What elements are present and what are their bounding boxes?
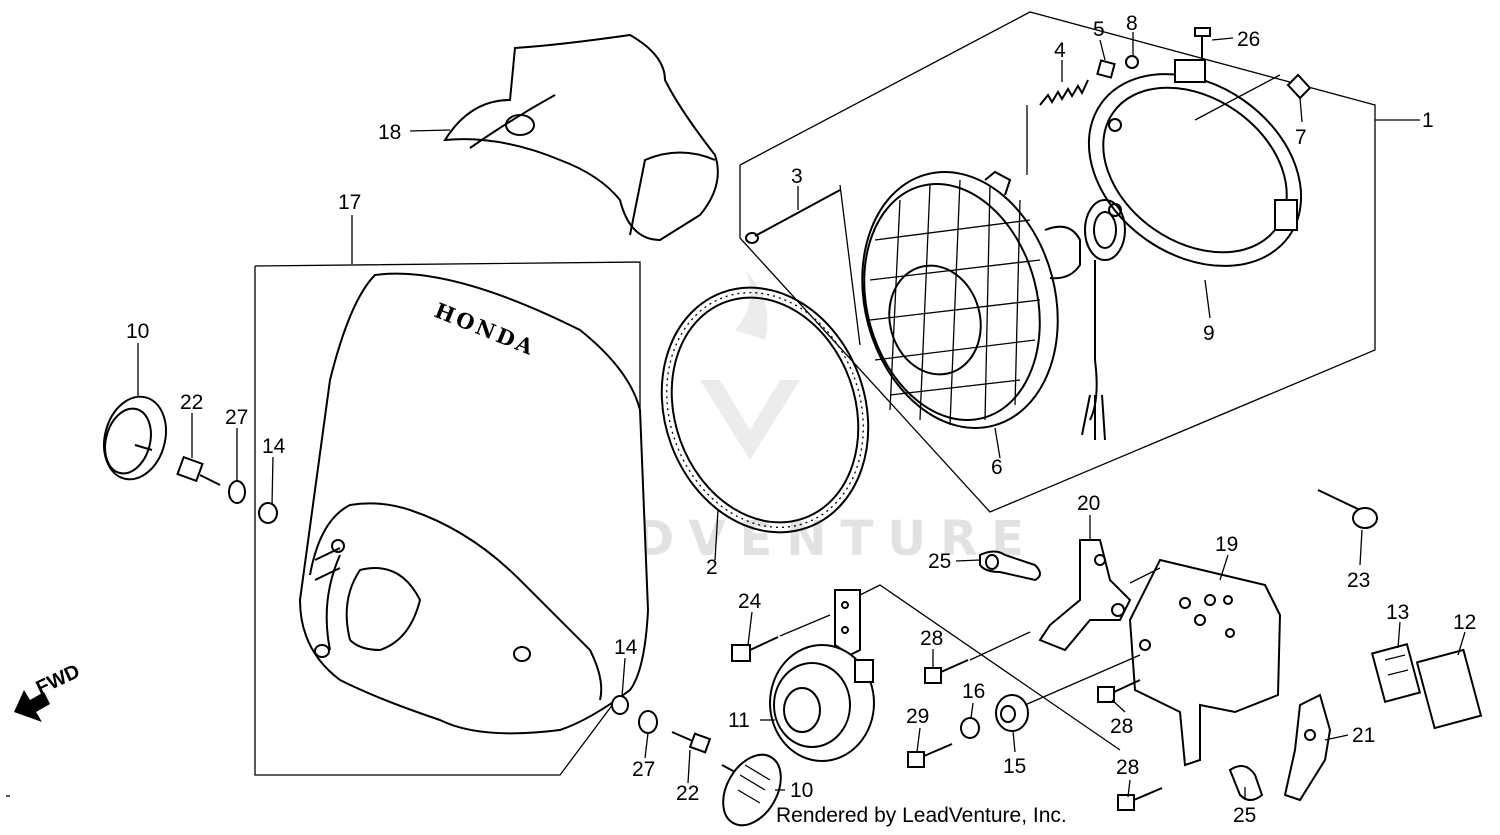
- callout-10-bottom: 10: [790, 779, 813, 802]
- collar-16: [960, 717, 980, 739]
- headlight-unit: [861, 170, 1126, 441]
- fastener-knob-left: [103, 395, 167, 481]
- grommet-15: [995, 654, 1141, 732]
- callout-12: 12: [1453, 611, 1476, 634]
- callout-3: 3: [791, 165, 803, 188]
- callout-22-bottom: 22: [676, 782, 699, 805]
- callout-25-lower: 25: [1233, 804, 1256, 827]
- callout-9: 9: [1203, 322, 1215, 345]
- bolt-23: [1317, 489, 1378, 529]
- callout-28-lower: 28: [1116, 756, 1139, 779]
- bolt-28-middle: [1097, 679, 1141, 703]
- callout-28-middle: 28: [1110, 715, 1133, 738]
- grommet-lower: [611, 695, 629, 715]
- callout-15: 15: [1003, 755, 1026, 778]
- leader-lines: [137, 32, 1466, 800]
- callout-6: 6: [991, 456, 1003, 479]
- callout-20: 20: [1077, 492, 1100, 515]
- bolt-29: [907, 743, 953, 768]
- bracket-20: [1038, 539, 1132, 652]
- render-credit: Rendered by LeadVenture, Inc.: [776, 804, 1067, 827]
- bolt-left: [176, 455, 221, 486]
- forward-direction-indicator: FWD: [14, 660, 83, 722]
- clamp-upper: [979, 550, 1041, 582]
- small-hardware-top: [1096, 27, 1312, 100]
- horn-mount-guide: [859, 584, 1121, 751]
- spring: [1026, 79, 1089, 175]
- callout-17: 17: [338, 191, 361, 214]
- grommet-upper: [258, 502, 278, 524]
- callout-18: 18: [378, 121, 401, 144]
- horn: [769, 589, 875, 762]
- callout-27-bottom: 27: [632, 758, 655, 781]
- callout-10-left: 10: [126, 320, 149, 343]
- bracket-19: [1128, 558, 1282, 767]
- headlight-cover-outline: [254, 215, 641, 776]
- callout-28-upper: 28: [920, 627, 943, 650]
- callout-5: 5: [1093, 18, 1105, 41]
- callout-4: 4: [1054, 39, 1066, 62]
- callout-numbers: 1 2 3 4 5 6 7 8 9 10 10 11 12 13 14 14 1…: [126, 12, 1476, 827]
- bolt-28-lower: [1117, 787, 1163, 811]
- callout-27-left: 27: [225, 406, 248, 429]
- bolt-bottom: [671, 731, 712, 754]
- callout-13: 13: [1386, 601, 1409, 624]
- callout-11: 11: [728, 709, 750, 732]
- visor: [443, 33, 719, 242]
- headlight-cover: HONDA: [298, 272, 650, 735]
- callout-14-lower: 14: [614, 636, 638, 659]
- clip-21: [1283, 693, 1332, 802]
- callout-26: 26: [1237, 28, 1260, 51]
- headlight-assembly-outline: [739, 11, 1420, 513]
- callout-24: 24: [738, 590, 762, 613]
- callout-29: 29: [906, 705, 929, 728]
- callout-8: 8: [1126, 12, 1138, 35]
- callout-7: 7: [1295, 126, 1307, 149]
- adjusting-screw: [745, 184, 861, 346]
- washer-bottom: [638, 710, 658, 734]
- headlight-rim: [660, 286, 870, 534]
- callout-2: 2: [706, 556, 718, 579]
- fwd-label: FWD: [33, 660, 84, 699]
- connector-13: [1370, 642, 1422, 704]
- bolt-24: [731, 614, 831, 662]
- callout-25-upper: 25: [928, 550, 951, 573]
- callout-19: 19: [1215, 533, 1238, 556]
- headlight-case: [1087, 59, 1303, 267]
- clamp-lower: [1228, 765, 1264, 801]
- callout-21: 21: [1352, 724, 1375, 747]
- callout-22-left: 22: [180, 391, 203, 414]
- callout-16: 16: [962, 680, 985, 703]
- relay-12: [1415, 648, 1483, 730]
- callout-14-upper: 14: [262, 435, 286, 458]
- washer-left: [228, 480, 246, 504]
- callout-1: 1: [1422, 109, 1434, 132]
- callout-23: 23: [1347, 569, 1370, 592]
- fastener-knob-bottom: [721, 753, 782, 827]
